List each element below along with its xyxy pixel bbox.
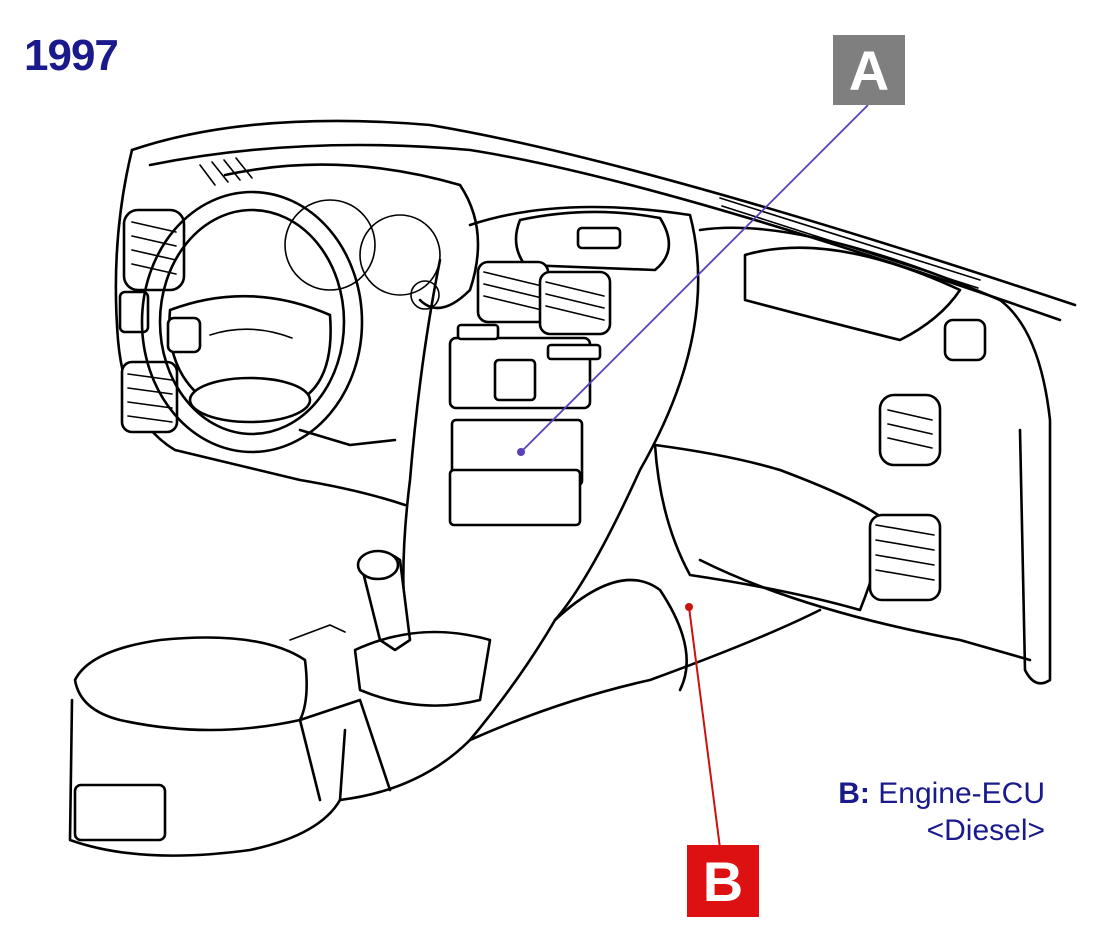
steering-wheel-rim-outer [140, 190, 364, 454]
center-stack-inner [402, 258, 442, 622]
gauge-speed [359, 214, 441, 296]
callout-a: A [833, 35, 905, 105]
vent-right-outer [943, 318, 987, 362]
legend-variant: <Diesel> [926, 813, 1045, 847]
gauge-tach [284, 199, 376, 291]
legend: B: Engine-ECU <Diesel> [838, 776, 1045, 849]
leader-line-a [520, 104, 869, 453]
dash-right-panel [698, 226, 1052, 685]
callout-b: B [687, 845, 759, 917]
legend-key: B: [838, 777, 870, 810]
leader-dot-b [685, 603, 693, 611]
vent-center-right [538, 270, 612, 336]
rear-console-pocket [73, 783, 167, 842]
radio-slot-lower [448, 468, 582, 527]
defrost-vent-left [199, 157, 253, 186]
floor-console [468, 608, 822, 742]
steering-column [298, 428, 397, 447]
vent-right [878, 393, 942, 467]
armrest [73, 636, 308, 732]
glovebox-top [743, 246, 962, 342]
cluster-hood [223, 163, 480, 310]
dash-top-edge [130, 119, 1077, 307]
legend-line-1: B: Engine-ECU [838, 776, 1045, 813]
leader-line-b [688, 606, 721, 849]
legend-text: Engine-ECU [878, 777, 1045, 810]
rear-console [68, 698, 347, 857]
dash-top-inner [148, 143, 1062, 322]
clock-display [576, 226, 622, 250]
steering-wheel-rim-inner [158, 208, 346, 436]
leader-dot-a [517, 448, 525, 456]
year-label: 1997 [24, 31, 119, 80]
center-stack-outer [468, 205, 700, 742]
